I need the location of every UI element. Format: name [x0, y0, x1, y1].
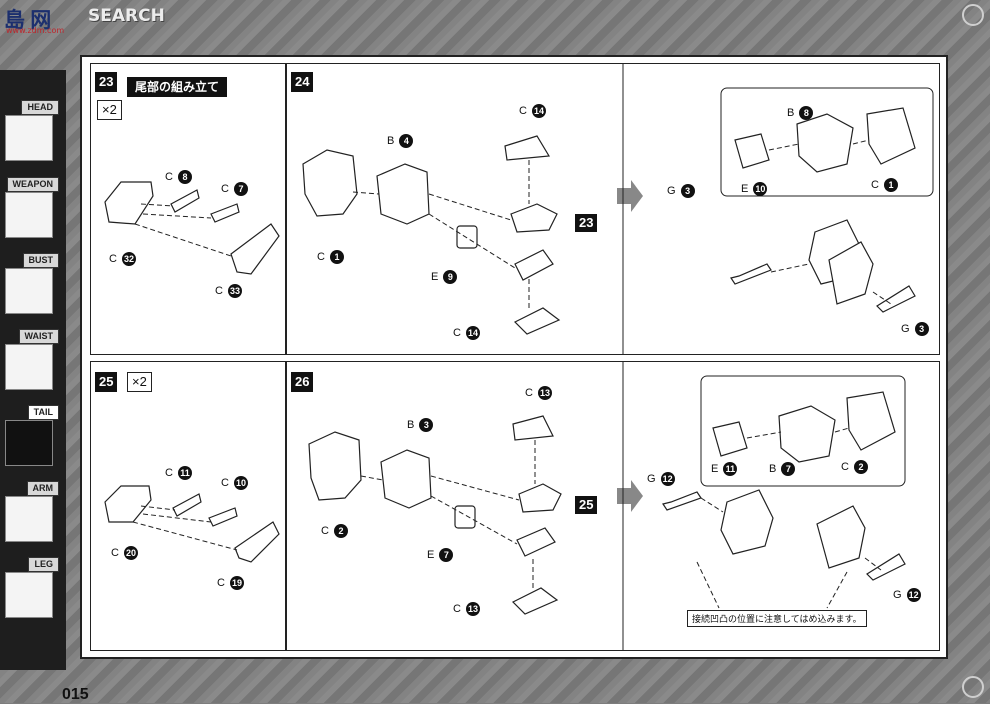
- sidebar-tab-weapon[interactable]: WEAPON: [3, 177, 61, 241]
- step-25-diagram: [104, 485, 280, 563]
- sidebar-tab-label: LEG: [28, 557, 59, 572]
- part-label: C 2: [841, 460, 869, 474]
- part-label: C 8: [165, 170, 193, 184]
- part-label: B 7: [769, 462, 796, 476]
- watermark-logo: 島 网: [4, 8, 51, 32]
- part-label: B 8: [787, 106, 814, 120]
- part-label: B 3: [407, 418, 434, 432]
- assembly-note: 接続凹凸の位置に注意してはめ込みます。: [687, 610, 867, 627]
- part-label: C 1: [317, 250, 345, 264]
- weapon-icon: [5, 192, 53, 238]
- sidebar-tab-label: WEAPON: [6, 177, 59, 192]
- part-label: G 3: [667, 184, 695, 198]
- page-number: 015: [62, 686, 89, 703]
- quantity-badge: ×2: [127, 372, 152, 392]
- sidebar-tab-label: TAIL: [27, 405, 59, 420]
- step-24-cell: 24: [286, 63, 940, 355]
- quantity-badge: ×2: [97, 100, 122, 120]
- part-label: G 3: [901, 322, 929, 336]
- tail-icon: [5, 420, 53, 466]
- dragon-head-icon: [5, 115, 53, 161]
- step-24-diagram: [302, 64, 934, 354]
- instruction-panel: 23 尾部の組み立て ×2 C 8 C 7 C 32 C 33 24: [80, 55, 948, 659]
- part-label: E 9: [431, 270, 458, 284]
- part-label: G 12: [893, 588, 921, 602]
- sidebar-tab-tail[interactable]: TAIL: [3, 405, 61, 469]
- sidebar-tab-label: BUST: [22, 253, 59, 268]
- step-title: 尾部の組み立て: [127, 77, 228, 97]
- step-25-cell: 25 ×2 C 11 C 10 C 20 C 19: [90, 361, 286, 651]
- sidebar-tab-arm[interactable]: ARM: [3, 481, 61, 545]
- sidebar-tab-leg[interactable]: LEG: [3, 557, 61, 621]
- sidebar-tab-label: HEAD: [21, 100, 59, 115]
- step-23-cell: 23 尾部の組み立て ×2 C 8 C 7 C 32 C 33: [90, 63, 286, 355]
- step-number: 24: [291, 72, 314, 92]
- part-label: C 10: [221, 476, 249, 490]
- part-label: E 7: [427, 548, 454, 562]
- bust-icon: [5, 268, 53, 314]
- part-label: B 4: [387, 134, 414, 148]
- deco-circle-icon: [962, 676, 984, 698]
- part-label: E 10: [741, 182, 768, 196]
- arm-icon: [5, 496, 53, 542]
- part-label: C 13: [453, 602, 481, 616]
- sidebar-tab-label: WAIST: [18, 329, 59, 344]
- step-23-diagram: [104, 181, 280, 275]
- part-label: G 12: [647, 472, 675, 486]
- step-26-cell: 26: [286, 361, 940, 651]
- deco-circle-icon: [962, 4, 984, 26]
- watermark: 島 网 SEARCH www.zdm.com: [4, 2, 224, 35]
- watermark-text: SEARCH: [88, 6, 165, 26]
- leg-icon: [5, 572, 53, 618]
- step-number: 25: [95, 372, 118, 392]
- sidebar: HEAD WEAPON BUST WAIST TAIL ARM LEG: [0, 70, 66, 670]
- step-reference: 25: [575, 496, 598, 514]
- part-label: C 11: [165, 466, 193, 480]
- part-label: C 20: [111, 546, 139, 560]
- step-number: 26: [291, 372, 314, 392]
- step-26-diagram: [308, 362, 906, 650]
- waist-icon: [5, 344, 53, 390]
- part-label: C 1: [871, 178, 899, 192]
- part-label: E 11: [711, 462, 738, 476]
- part-label: C 19: [217, 576, 245, 590]
- part-label: C 32: [109, 252, 137, 266]
- step-reference: 23: [575, 214, 598, 232]
- sidebar-tab-label: ARM: [26, 481, 59, 496]
- sidebar-tab-waist[interactable]: WAIST: [3, 329, 61, 393]
- part-label: C 7: [221, 182, 249, 196]
- sidebar-tab-bust[interactable]: BUST: [3, 253, 61, 317]
- part-label: C 13: [525, 386, 553, 400]
- sidebar-tab-head[interactable]: HEAD: [3, 100, 61, 164]
- part-label: C 33: [215, 284, 243, 298]
- part-label: C 14: [519, 104, 547, 118]
- part-label: C 2: [321, 524, 349, 538]
- step-number: 23: [95, 72, 118, 92]
- part-label: C 14: [453, 326, 481, 340]
- watermark-url: www.zdm.com: [6, 26, 65, 35]
